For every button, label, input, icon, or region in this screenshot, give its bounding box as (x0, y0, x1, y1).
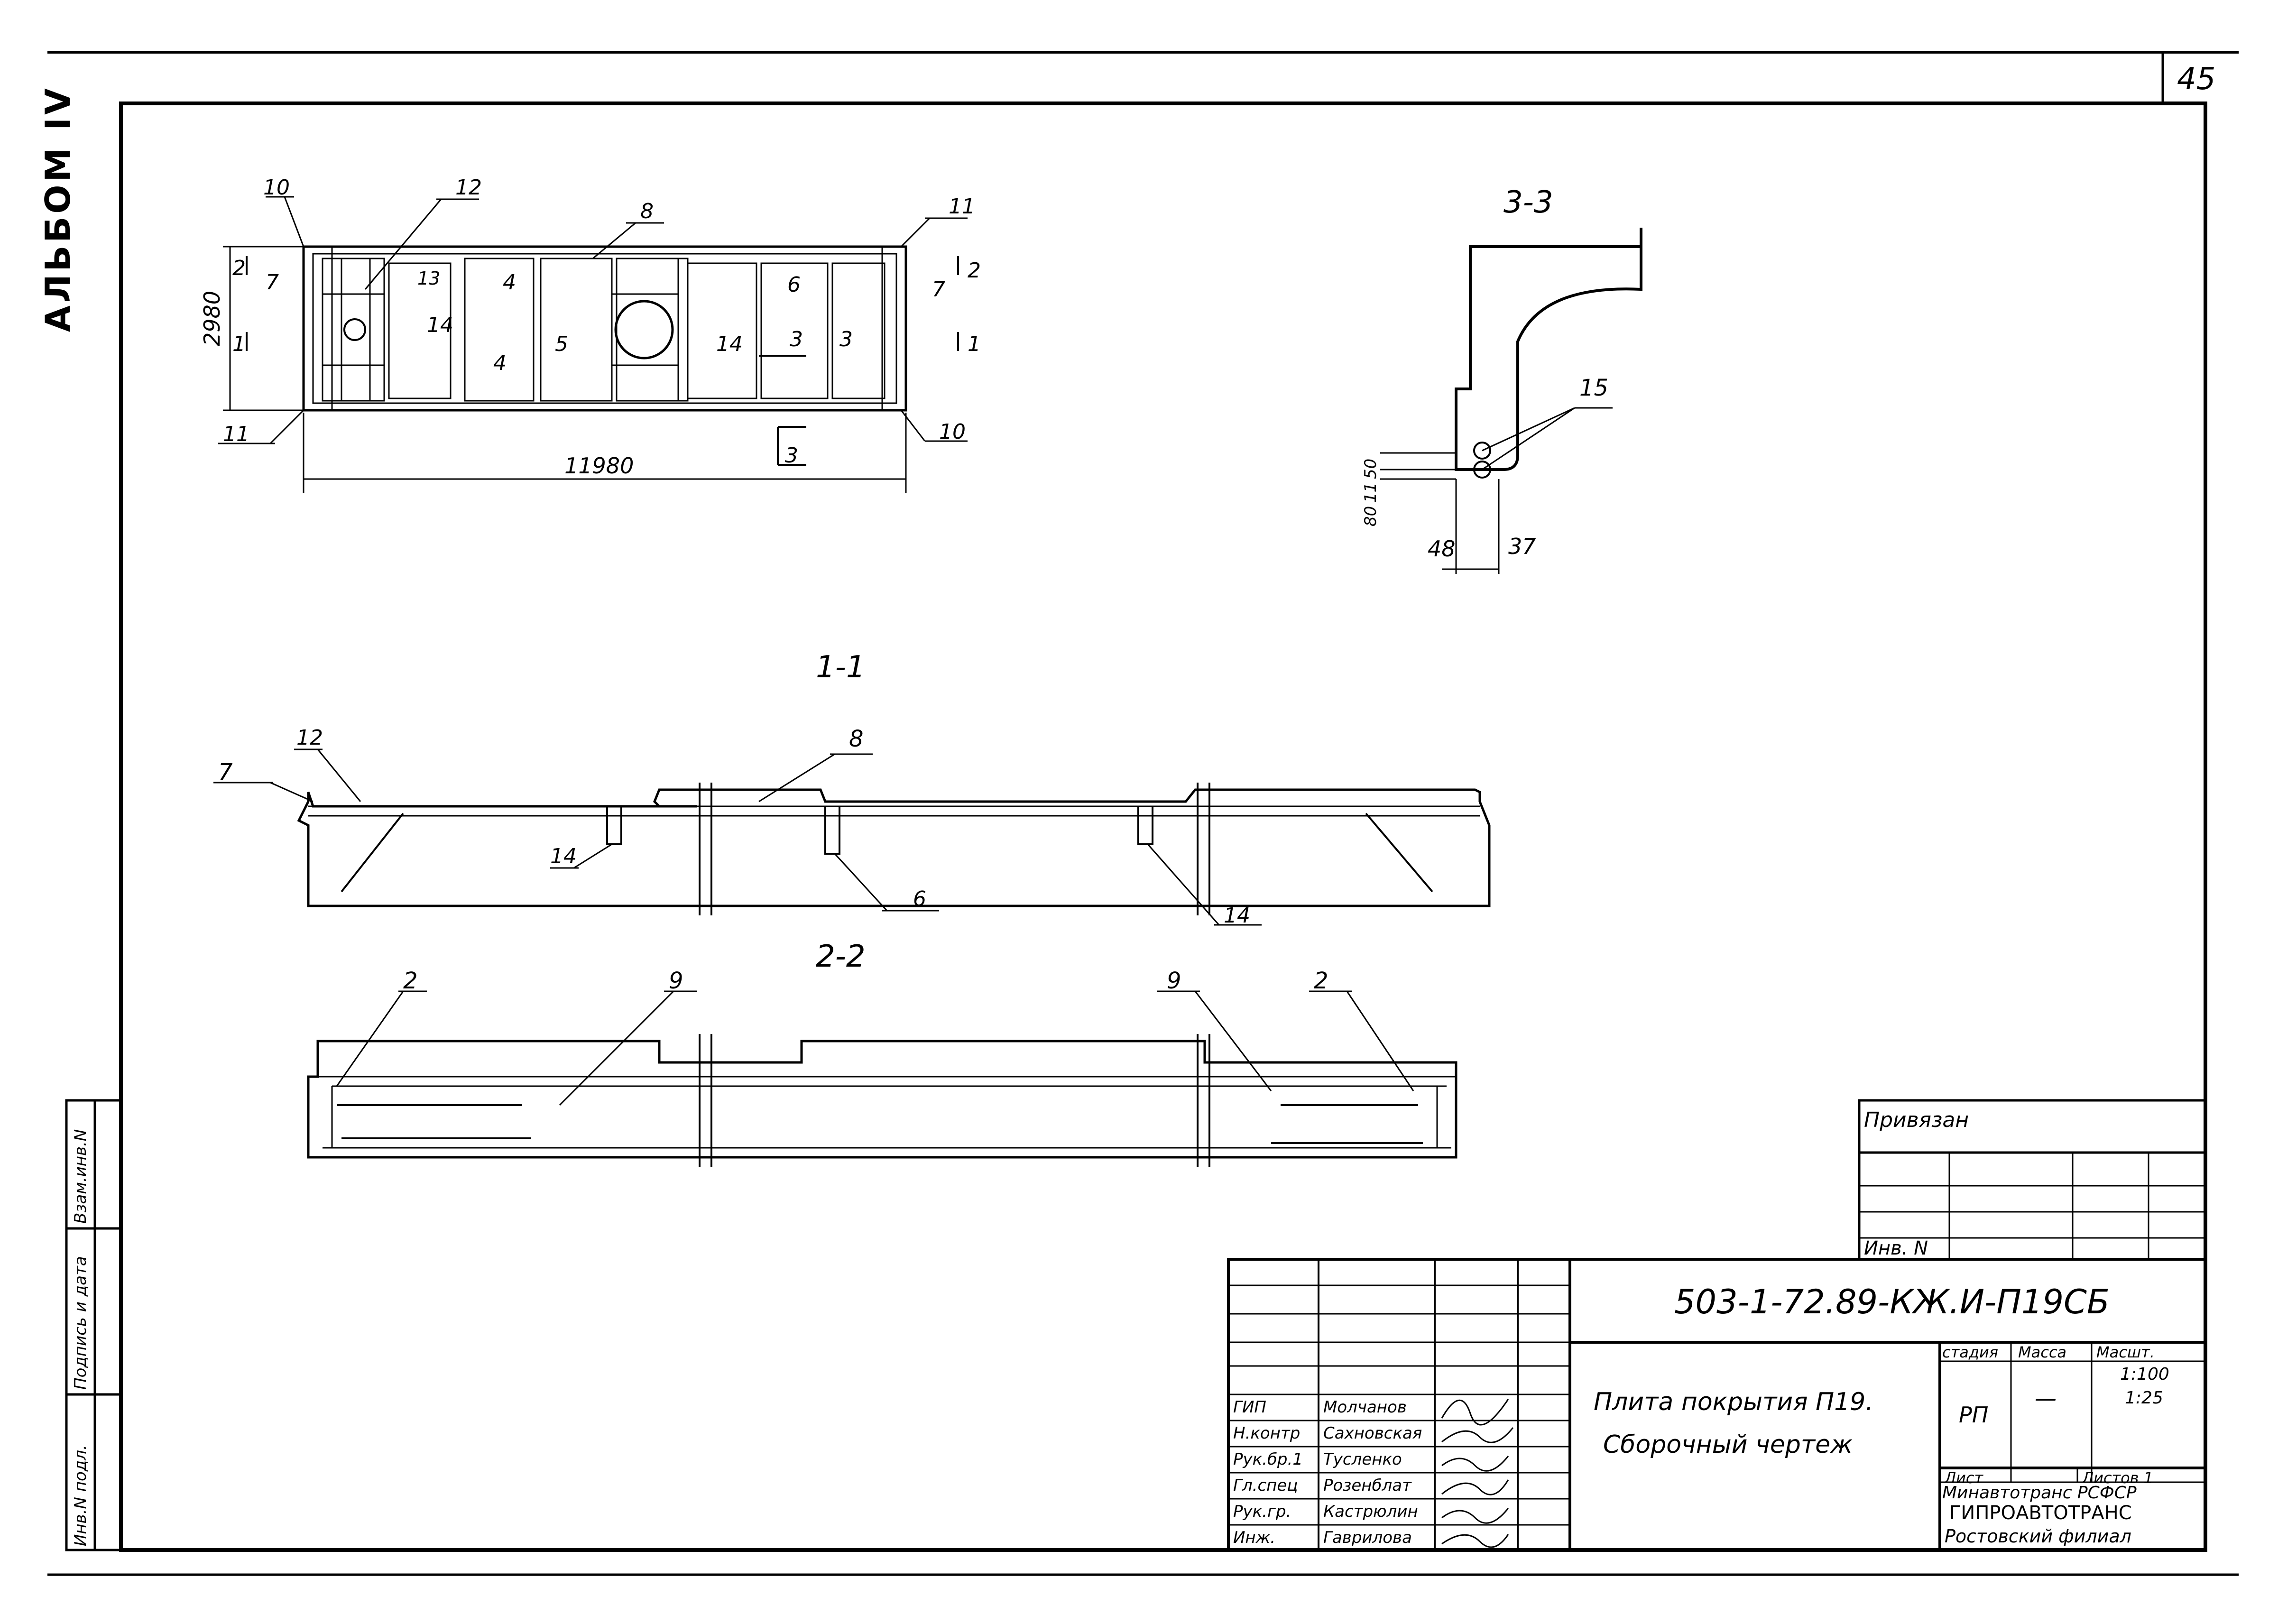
section-3-3-dim: 50 (1361, 458, 1380, 479)
plan-dim-height: 2980 (199, 290, 225, 346)
section-1-1-callout: 8 (849, 726, 864, 752)
document-code: 503-1-72.89-КЖ.И-П19СБ (1674, 1283, 2110, 1321)
section-3-3-callout: 15 (1579, 375, 1609, 401)
name-cell: Гаврилова (1323, 1528, 1412, 1547)
sheets-label: Листов 1 (2082, 1469, 2154, 1487)
stage-header: стадия (1942, 1343, 1999, 1361)
plan-callout: 5 (555, 332, 568, 356)
org-line1: Минавтотранс РСФСР (1942, 1483, 2137, 1503)
plan-callout: 11 (949, 194, 975, 219)
section-1-1-callout: 6 (913, 887, 926, 911)
section-3-3-title: 3-3 (1503, 185, 1553, 220)
org-line3: Ростовский филиал (1945, 1526, 2131, 1547)
stage-value: РП (1959, 1402, 1989, 1428)
section-2-2-callout: 9 (1167, 968, 1181, 994)
section-2-2-callout: 2 (403, 968, 418, 994)
name-cell: Сахновская (1323, 1424, 1422, 1443)
name-cell: Розенблат (1323, 1476, 1411, 1495)
scale-header: Масшт. (2096, 1343, 2155, 1361)
plan-callout: 10 (263, 175, 290, 200)
plan-callout: 11 (223, 422, 249, 446)
section-3-3-dim: 37 (1508, 534, 1536, 559)
role-cell: Н.контр (1233, 1424, 1301, 1443)
sheet-label: Лист (1945, 1469, 1983, 1487)
plan-callout: 7 (266, 270, 279, 295)
section-3-3-dim: 11 (1361, 482, 1380, 503)
plan-callout: 6 (787, 273, 801, 297)
mass-header: Масса (2018, 1343, 2067, 1361)
stamp-inv-podl: Инв.N подл. (71, 1445, 90, 1546)
plan-callout: 2 (968, 258, 981, 283)
role-cell: Рук.гр. (1233, 1502, 1291, 1521)
section-2-2-callout: 9 (669, 968, 683, 994)
name-cell: Тусленко (1323, 1450, 1402, 1469)
plan-callout: 4 (493, 351, 507, 375)
plan-callout: 12 (455, 175, 482, 200)
album-label: АЛЬБОМ IV (38, 85, 78, 332)
binding-inv-label: Инв. N (1864, 1237, 1928, 1259)
section-3-3-dim: 48 (1428, 536, 1456, 562)
section-1-1-callout: 14 (1224, 904, 1250, 928)
section-2-2-title: 2-2 (816, 939, 866, 974)
plan-callout: 3 (785, 443, 798, 468)
plan-callout: 8 (640, 199, 654, 223)
stamp-signature-date: Подпись и дата (71, 1256, 90, 1390)
name-cell: Кастрюлин (1323, 1502, 1418, 1521)
plan-callout: 14 (427, 313, 453, 337)
org-line2: ГИПРОАВТОТРАНС (1949, 1502, 2132, 1524)
role-cell: Рук.бр.1 (1233, 1450, 1303, 1469)
plan-callout: 1 (968, 332, 981, 356)
role-cell: Гл.спец (1233, 1476, 1298, 1495)
scale-value-1: 1:100 (2120, 1365, 2169, 1384)
plan-callout: 3 (839, 327, 853, 351)
role-cell: ГИП (1233, 1398, 1266, 1417)
plan-callout: 10 (939, 420, 966, 444)
name-cell: Молчанов (1323, 1398, 1407, 1417)
scale-value-2: 1:25 (2125, 1388, 2163, 1408)
binding-label: Привязан (1864, 1108, 1969, 1132)
section-1-1-callout: 14 (550, 844, 577, 868)
plan-callout: 3 (790, 327, 803, 351)
plan-callout: 2 (232, 256, 246, 280)
plan-dim-width: 11980 (564, 453, 634, 479)
plan-callout: 7 (932, 277, 945, 302)
section-1-1-title: 1-1 (816, 650, 866, 685)
section-1-1-callout: 7 (218, 759, 233, 785)
section-2-2-callout: 2 (1314, 968, 1328, 994)
section-3-3-dim: 80 (1361, 506, 1380, 526)
role-cell: Инж. (1233, 1528, 1276, 1547)
sheet-number: 45 (2177, 62, 2216, 97)
plan-callout: 13 (417, 268, 441, 289)
section-1-1-callout: 12 (296, 726, 323, 750)
stamp-vzam-inv: Взам.инв.N (71, 1129, 90, 1224)
document-name-line2: Сборочный чертеж (1603, 1430, 1853, 1459)
mass-value: — (2035, 1385, 2057, 1411)
plan-callout: 1 (232, 332, 246, 356)
plan-callout: 4 (503, 270, 516, 295)
plan-callout: 14 (716, 332, 743, 356)
document-name-line1: Плита покрытия П19. (1594, 1388, 1873, 1416)
